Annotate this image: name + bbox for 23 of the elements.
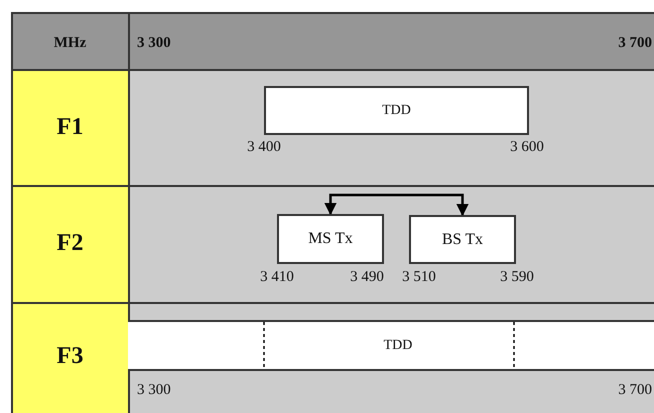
frequency-value: 3 300 xyxy=(137,381,171,400)
frequency-value: 3 700 xyxy=(618,34,652,53)
frequency-value: 3 510 xyxy=(402,268,436,287)
frequency-value: 3 300 xyxy=(137,34,171,53)
frequency-value: 3 490 xyxy=(350,268,384,287)
axis-unit: MHz xyxy=(54,34,86,53)
band-box xyxy=(277,214,384,264)
band-label: TDD xyxy=(382,102,411,118)
band-label: BS Tx xyxy=(442,230,484,248)
row-label: F2 xyxy=(56,233,84,253)
double-arrow xyxy=(324,194,469,216)
band-box xyxy=(409,215,516,264)
band-label: MS Tx xyxy=(308,230,353,248)
row-label: F1 xyxy=(56,117,84,137)
band-label: TDD xyxy=(384,338,412,354)
frequency-value: 3 590 xyxy=(500,268,534,287)
row-label: F3 xyxy=(56,346,84,366)
band-box xyxy=(128,320,654,371)
band-box xyxy=(264,86,529,135)
frequency-value: 3 700 xyxy=(618,381,652,400)
frequency-value: 3 410 xyxy=(260,268,294,287)
frequency-value: 3 400 xyxy=(247,138,281,157)
frequency-value: 3 600 xyxy=(510,138,544,157)
